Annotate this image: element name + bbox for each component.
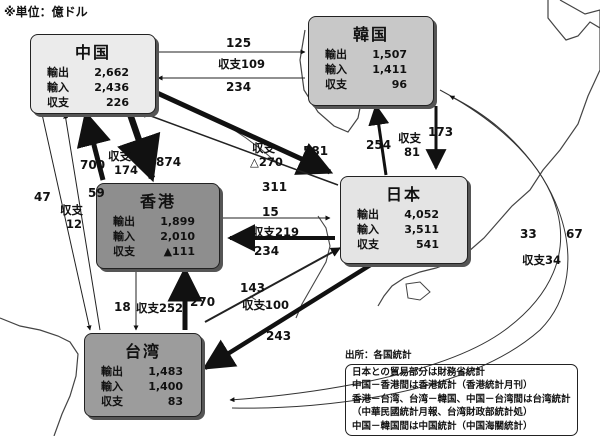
region-name-korea: 韓国 — [352, 25, 389, 44]
flow-balance-china-korea: 収支109 — [218, 57, 266, 71]
japan-export-value: 4,052 — [404, 208, 439, 221]
region-name-china: 中国 — [74, 43, 111, 62]
flow-balance-china-taiwan: 収支 — [60, 203, 83, 217]
sources-line-3: 香港－台湾、台湾－韓国、中国－台湾間は台湾統計 — [352, 393, 571, 405]
korea-balance-label: 収支 — [325, 78, 347, 91]
sources-line-4: （中華民國統計月報、台湾財政部統計処） — [352, 407, 533, 418]
korea-balance-value: 96 — [391, 78, 407, 91]
hongkong-export-label: 輸出 — [113, 215, 135, 228]
taiwan-import-value: 1,400 — [148, 380, 183, 393]
taiwan-export-value: 1,483 — [148, 365, 183, 378]
sources-heading: 出所：各国統計 — [345, 350, 412, 361]
china-export-value: 2,662 — [94, 66, 129, 79]
sources-line-5: 中国－韓国間は中国統計（中国海關統計） — [352, 420, 533, 432]
sources-frame: 日本との貿易部分は財務省統計 中国－香港間は香港統計（香港統計月刊） 香港－台湾… — [345, 363, 578, 436]
flow-balance-china-hk: 収支 — [108, 149, 131, 163]
japan-import-value: 3,511 — [404, 223, 439, 236]
flow-balance-hk-taiwan: 収支252 — [136, 301, 184, 315]
flow-label-hk-taiwan: 18 — [114, 300, 131, 314]
flow-label-taiwan-hk: 270 — [190, 295, 216, 309]
flow-label-japan-taiwan: 243 — [266, 329, 292, 343]
region-name-taiwan: 台湾 — [124, 342, 161, 361]
japan-balance-label: 収支 — [357, 238, 379, 251]
region-box-china: 中国 輸出 2,662 輸入 2,436 収支 226 — [30, 34, 156, 114]
japan-coastline — [377, 0, 600, 307]
taiwan-balance-value: 83 — [167, 395, 183, 408]
flow-label-japan-hk: 234 — [254, 244, 280, 258]
unit-note: ※単位：億ドル — [4, 5, 88, 19]
flow-balance-china-taiwan-value: 12 — [66, 217, 83, 231]
region-box-korea: 韓国 輸出 1,507 輸入 1,411 収支 96 — [308, 16, 434, 106]
hokkaido-coastline — [547, 0, 600, 41]
flow-label-china-hk-700: 700 — [80, 158, 106, 172]
flow-balance-china-japan-value: △270 — [250, 155, 283, 169]
flow-balance-china-japan: 収支 — [252, 141, 275, 155]
flow-label-china-japan: 581 — [303, 144, 329, 158]
flow-balance-korea-taiwan: 収支34 — [522, 253, 562, 267]
china-balance-label: 収支 — [47, 96, 69, 109]
flow-label-china-korea: 125 — [226, 36, 252, 50]
region-box-taiwan: 台湾 輸出 1,483 輸入 1,400 収支 83 — [84, 333, 202, 417]
taiwan-import-label: 輸入 — [101, 380, 123, 393]
flow-label-china-taiwan-59: 59 — [88, 186, 105, 200]
sources-note: 出所：各国統計 日本との貿易部分は財務省統計 中国－香港間は香港統計（香港統計月… — [345, 349, 578, 436]
shikoku-coastline — [405, 281, 431, 301]
sources-line-2: 中国－香港間は香港統計（香港統計月刊） — [352, 380, 533, 391]
taiwan-export-label: 輸出 — [101, 365, 123, 378]
kyushu-coastline — [295, 215, 331, 319]
hongkong-balance-value: ▲111 — [163, 245, 195, 258]
flow-label-japan-korea: 254 — [366, 138, 392, 152]
flow-balance-hk-japan: 収支219 — [252, 225, 300, 239]
region-name-japan: 日本 — [385, 185, 422, 204]
korea-export-value: 1,507 — [372, 48, 407, 61]
flow-label-taiwan-japan: 143 — [240, 281, 266, 295]
china-balance-value: 226 — [106, 96, 129, 109]
korea-export-label: 輸出 — [325, 48, 347, 61]
sources-line-1: 日本との貿易部分は財務省統計 — [352, 366, 485, 378]
region-box-hongkong: 香港 輸出 1,899 輸入 2,010 収支 ▲111 — [96, 183, 220, 269]
region-name-hongkong: 香港 — [139, 192, 176, 211]
flow-label-china-hk-874: 874 — [156, 155, 182, 169]
flow-balance-korea-japan-value: 81 — [404, 145, 421, 159]
flow-label-hk-japan: 15 — [262, 205, 279, 219]
region-box-japan: 日本 輸出 4,052 輸入 3,511 収支 541 — [340, 176, 468, 264]
china-import-label: 輸入 — [47, 81, 69, 94]
korea-import-label: 輸入 — [325, 63, 347, 76]
flow-label-japan-china: 311 — [262, 180, 288, 194]
korea-import-value: 1,411 — [372, 63, 407, 76]
japan-import-label: 輸入 — [357, 223, 379, 236]
china-export-label: 輸出 — [47, 66, 69, 79]
flow-label-korea-japan: 173 — [428, 125, 454, 139]
hongkong-import-value: 2,010 — [160, 230, 195, 243]
japan-export-label: 輸出 — [357, 208, 379, 221]
flow-balance-korea-japan: 収支 — [398, 131, 421, 145]
japan-balance-value: 541 — [416, 238, 439, 251]
flow-label-korea-taiwan-33: 33 — [520, 227, 537, 241]
hongkong-balance-label: 収支 — [113, 245, 135, 258]
flow-balance-china-hk-value: 174 — [114, 163, 139, 177]
hongkong-export-value: 1,899 — [160, 215, 195, 228]
china-coastline — [0, 317, 79, 436]
flow-label-korea-china: 234 — [226, 80, 252, 94]
china-import-value: 2,436 — [94, 81, 129, 94]
hongkong-import-label: 輸入 — [113, 230, 135, 243]
flow-balance-taiwan-japan: 収支100 — [242, 298, 290, 312]
flow-label-china-taiwan-47: 47 — [34, 190, 51, 204]
flow-label-korea-taiwan-67: 67 — [566, 227, 583, 241]
taiwan-balance-label: 収支 — [101, 395, 123, 408]
